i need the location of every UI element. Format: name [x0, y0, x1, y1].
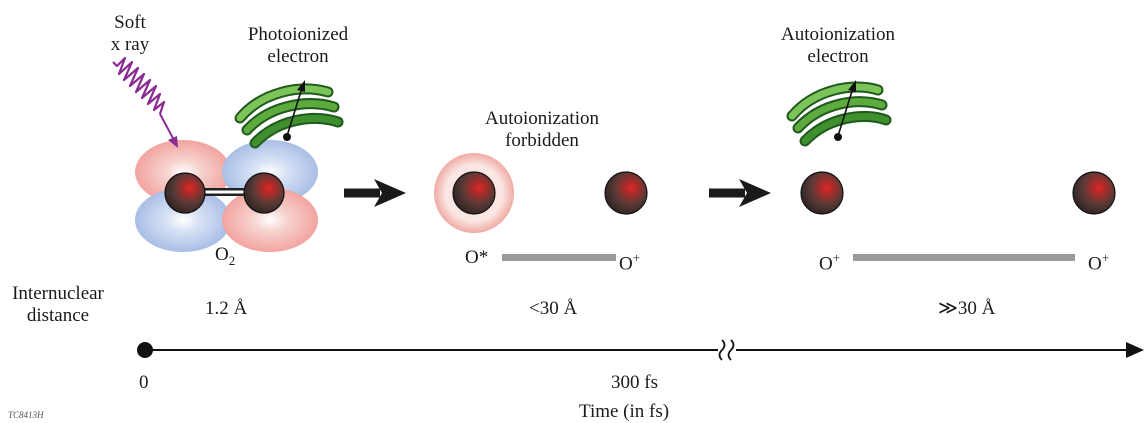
o2-molecule [164, 172, 285, 214]
autoionization-forbidden-line1: Autoionization [485, 108, 599, 129]
o-plus-label-stage3-right: O+ [1088, 247, 1109, 275]
o-plus-atom-stage2 [604, 171, 648, 215]
o-star-label: O* [465, 247, 489, 268]
o-plus-base: O [819, 253, 833, 275]
soft-xray-label: Soft x ray [100, 12, 160, 56]
o2-label: O2 [215, 244, 235, 272]
distance-label-2: <30 Å [529, 298, 578, 319]
xray-wave-icon [112, 56, 178, 148]
orbital-lobe-lower-left [135, 188, 231, 252]
photoionized-label-line2: electron [267, 46, 329, 67]
time-tick-300: 300 fs [611, 372, 658, 393]
oxygen-atom-left [164, 172, 206, 214]
electron-wave-icon [786, 80, 892, 147]
photoionized-electron-label: Photoionized electron [228, 24, 368, 68]
figure-code: TC8413H [8, 410, 44, 420]
autoionization-forbidden-label: Autoionization forbidden [472, 108, 612, 152]
time-tick-0: 0 [139, 372, 149, 393]
soft-xray-label-line1: Soft [114, 12, 146, 33]
oxygen-atom-right [243, 172, 285, 214]
photoionized-label-line1: Photoionized [247, 24, 349, 45]
o-plus-label-stage3-left: O+ [819, 247, 840, 275]
time-axis [137, 339, 1144, 361]
o-plus-base: O [1088, 253, 1102, 275]
o-star-atom [434, 153, 514, 233]
o-plus-label-stage2: O+ [619, 247, 640, 275]
o2-label-base: O [215, 244, 229, 265]
soft-xray-label-line2: x ray [110, 34, 150, 55]
process-arrow-icon [344, 179, 406, 207]
autoionization-electron-line1: Autoionization [781, 24, 895, 45]
autoionization-electron-label: Autoionization electron [768, 24, 908, 68]
axis-break-icon [718, 339, 735, 361]
separation-bar-stage2 [502, 254, 616, 261]
distance-label-1: 1.2 Å [205, 298, 248, 319]
separation-bar-stage3 [853, 254, 1075, 261]
distance-label-3: ≫30 Å [938, 298, 996, 319]
internuclear-distance-label: Internuclear distance [0, 283, 116, 327]
o-plus-atom-stage3-right [1072, 171, 1116, 215]
autoionization-forbidden-line2: forbidden [505, 130, 579, 151]
o-plus-charge: + [832, 250, 841, 265]
electron-wave-icon [234, 80, 344, 149]
time-axis-title: Time (in fs) [579, 401, 670, 422]
orbital-lobe-lower-right [222, 188, 318, 252]
process-arrow-icon [709, 179, 771, 207]
internuclear-line1: Internuclear [12, 283, 104, 304]
o2-label-subscript: 2 [228, 252, 236, 268]
internuclear-line2: distance [26, 305, 90, 326]
autoionization-electron-line2: electron [807, 46, 869, 67]
time-origin-dot [137, 342, 153, 358]
o-plus-base: O [619, 253, 633, 275]
o-plus-charge: + [632, 250, 641, 265]
o-plus-charge: + [1101, 250, 1110, 265]
orbital-lobes [135, 140, 318, 252]
o-plus-atom-stage3-left [800, 171, 844, 215]
